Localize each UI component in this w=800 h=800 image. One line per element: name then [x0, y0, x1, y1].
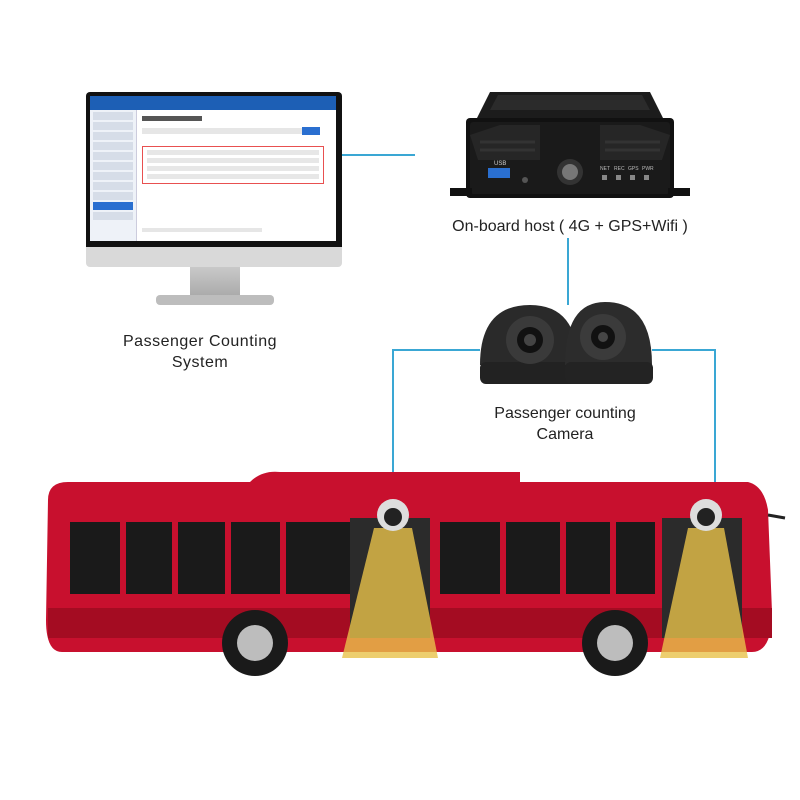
app-page-title: [142, 116, 202, 121]
app-search-button: [302, 127, 320, 135]
monitor-stand-neck: [190, 267, 240, 297]
table-row: [147, 150, 319, 155]
system-label-line1: Passenger Counting: [123, 333, 277, 350]
dome-camera-right: [565, 302, 653, 384]
usb-port: [488, 168, 510, 178]
sidebar-item: [93, 192, 133, 200]
monitor-stand-base: [156, 295, 274, 305]
sidebar-item: [93, 142, 133, 150]
host-label: On-board host ( 4G + GPS+Wifi ): [452, 218, 688, 235]
app-pagination: [142, 228, 262, 232]
app-filter-bar: [142, 128, 302, 134]
lock-icon: [562, 164, 578, 180]
camera-label: Passenger counting Camera: [460, 403, 670, 445]
sidebar-item: [93, 182, 133, 190]
light-beam-rear: [660, 528, 748, 658]
usb-port-label: USB: [494, 161, 506, 167]
app-sidebar: [90, 110, 137, 241]
sidebar-item-active: [93, 202, 133, 210]
table-row: [147, 174, 319, 179]
camera-label-line2: Camera: [536, 426, 594, 443]
camera-right-link: [652, 349, 716, 490]
dome-camera-left: [480, 305, 578, 384]
sidebar-item: [93, 152, 133, 160]
camera-left-link: [392, 349, 480, 490]
light-beam-front: [342, 528, 438, 658]
led-label-gps: GPS: [628, 166, 639, 172]
sidebar-item: [93, 162, 133, 170]
monitor: [86, 92, 342, 312]
app-main-area: [142, 116, 332, 236]
bus-windows-rear: [440, 522, 655, 594]
led-label-pwr: PWR: [642, 166, 654, 172]
bus-windows-front: [70, 522, 350, 594]
data-table-highlight: [142, 146, 324, 184]
camera-label-line1: Passenger counting: [494, 405, 636, 422]
sidebar-item: [93, 212, 133, 220]
system-label-line2: System: [171, 354, 229, 371]
bus-mirror: [767, 513, 786, 520]
sidebar-item: [93, 132, 133, 140]
sidebar-item: [93, 112, 133, 120]
app-header-bar: [90, 96, 336, 110]
system-label: Passenger Counting System: [100, 331, 300, 373]
table-row: [147, 166, 319, 171]
monitor-chin: [86, 247, 342, 267]
led-label-rec: REC: [614, 166, 625, 172]
table-row: [147, 158, 319, 163]
sidebar-item: [93, 172, 133, 180]
led-label-net: NET: [600, 166, 610, 172]
monitor-screen: [90, 96, 336, 241]
sidebar-item: [93, 122, 133, 130]
